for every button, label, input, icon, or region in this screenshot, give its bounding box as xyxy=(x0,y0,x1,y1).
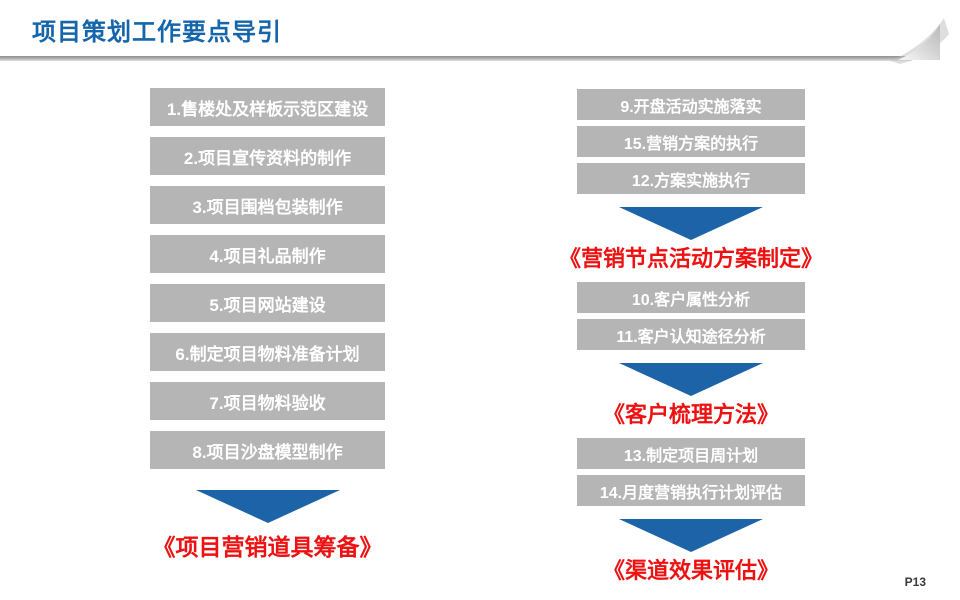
step-7-box: 7.项目物料验收 xyxy=(150,382,385,420)
step-9-box: 9.开盘活动实施落实 xyxy=(577,89,805,120)
down-arrow-icon xyxy=(619,207,763,240)
step-14-box: 14.月度营销执行计划评估 xyxy=(577,475,805,506)
left-flow-result-label: 《项目营销道具筹备》 xyxy=(152,534,383,560)
step-8-box: 8.项目沙盘模型制作 xyxy=(150,431,385,469)
right-flow-column: 9.开盘活动实施落实 15.营销方案的执行 12.方案实施执行 《营销节点活动方… xyxy=(559,89,823,594)
step-3-box: 3.项目围档包装制作 xyxy=(150,186,385,224)
step-15-box: 15.营销方案的执行 xyxy=(577,126,805,157)
left-flow-column: 1.售楼处及样板示范区建设 2.项目宣传资料的制作 3.项目围档包装制作 4.项… xyxy=(150,88,385,561)
down-arrow-icon xyxy=(195,490,340,523)
step-5-box: 5.项目网站建设 xyxy=(150,284,385,322)
down-arrow-icon xyxy=(619,363,763,396)
down-arrow-icon xyxy=(619,519,763,552)
step-10-box: 10.客户属性分析 xyxy=(577,282,805,313)
right-flow-1-result-label: 《营销节点活动方案制定》 xyxy=(559,246,824,271)
page-title: 项目策划工作要点导引 xyxy=(32,19,282,46)
step-12-box: 12.方案实施执行 xyxy=(577,163,805,194)
header-divider xyxy=(0,56,912,61)
step-11-box: 11.客户认知途径分析 xyxy=(577,319,805,350)
right-flow-3-result-label: 《渠道效果评估》 xyxy=(602,558,779,583)
page-curl-icon xyxy=(890,18,949,64)
step-13-box: 13.制定项目周计划 xyxy=(577,438,805,469)
step-1-box: 1.售楼处及样板示范区建设 xyxy=(150,88,385,126)
step-6-box: 6.制定项目物料准备计划 xyxy=(150,333,385,371)
step-4-box: 4.项目礼品制作 xyxy=(150,235,385,273)
right-flow-2-result-label: 《客户梳理方法》 xyxy=(602,402,779,427)
page-number: P13 xyxy=(904,575,926,589)
step-2-box: 2.项目宣传资料的制作 xyxy=(150,137,385,175)
